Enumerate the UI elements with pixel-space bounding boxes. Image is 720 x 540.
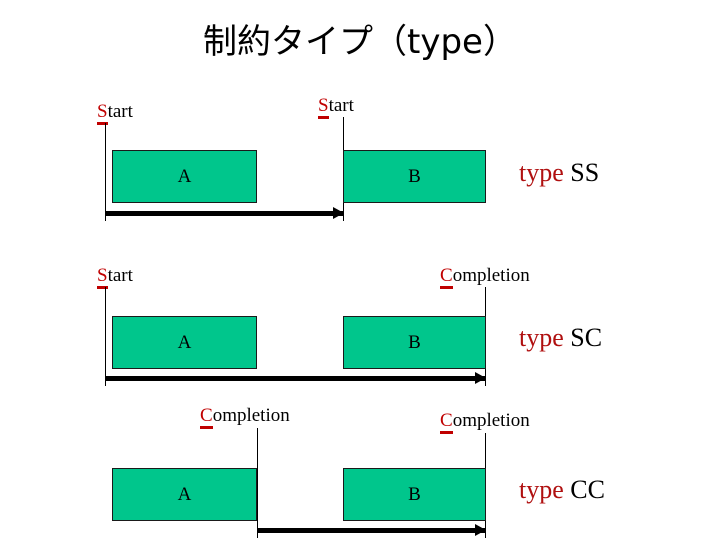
milestone-line-start-a-ss <box>105 123 106 221</box>
tick-rest: tart <box>107 101 133 122</box>
type-code: CC <box>570 475 605 504</box>
type-label-ss: type SS <box>519 158 599 188</box>
dependency-arrow-ss <box>105 207 344 219</box>
tick-rest: ompletion <box>212 405 290 426</box>
tick-initial: C <box>440 410 453 434</box>
task-bar-b-cc[interactable]: B <box>343 468 486 521</box>
arrow-shaft <box>257 528 485 533</box>
tick-rest: tart <box>107 265 133 286</box>
tick-label-start-a-ss: Start <box>97 101 133 125</box>
tick-initial: S <box>318 95 329 119</box>
type-code: SS <box>570 158 600 187</box>
tick-rest: ompletion <box>452 410 530 431</box>
tick-initial: S <box>97 101 108 125</box>
task-bar-b-ss[interactable]: B <box>343 150 486 203</box>
tick-label-completion-b-cc: Completion <box>440 410 530 434</box>
tick-initial: S <box>97 265 108 289</box>
task-bar-a-cc[interactable]: A <box>112 468 257 521</box>
type-keyword: type <box>519 475 564 504</box>
milestone-line-start-a-sc <box>105 287 106 386</box>
dependency-arrow-sc <box>105 372 486 384</box>
type-keyword: type <box>519 323 564 352</box>
arrow-head-icon <box>333 207 344 219</box>
tick-rest: ompletion <box>452 265 530 286</box>
arrow-head-icon <box>475 524 486 536</box>
tick-initial: C <box>200 405 213 429</box>
tick-label-start-b-ss: Start <box>318 95 354 119</box>
tick-label-start-a-sc: Start <box>97 265 133 289</box>
dependency-arrow-cc <box>257 524 486 536</box>
tick-initial: C <box>440 265 453 289</box>
task-bar-a-sc[interactable]: A <box>112 316 257 369</box>
arrow-head-icon <box>475 372 486 384</box>
tick-label-completion-b-sc: Completion <box>440 265 530 289</box>
milestone-line-completion-a-cc <box>257 428 258 538</box>
type-label-cc: type CC <box>519 475 605 505</box>
type-label-sc: type SC <box>519 323 602 353</box>
task-bar-a-ss[interactable]: A <box>112 150 257 203</box>
type-code: SC <box>570 323 603 352</box>
page-title: 制約タイプ（type） <box>203 22 517 62</box>
arrow-shaft <box>105 376 485 381</box>
type-keyword: type <box>519 158 564 187</box>
tick-rest: tart <box>328 95 354 116</box>
arrow-shaft <box>105 211 343 216</box>
tick-label-completion-a-cc: Completion <box>200 405 290 429</box>
task-bar-b-sc[interactable]: B <box>343 316 486 369</box>
